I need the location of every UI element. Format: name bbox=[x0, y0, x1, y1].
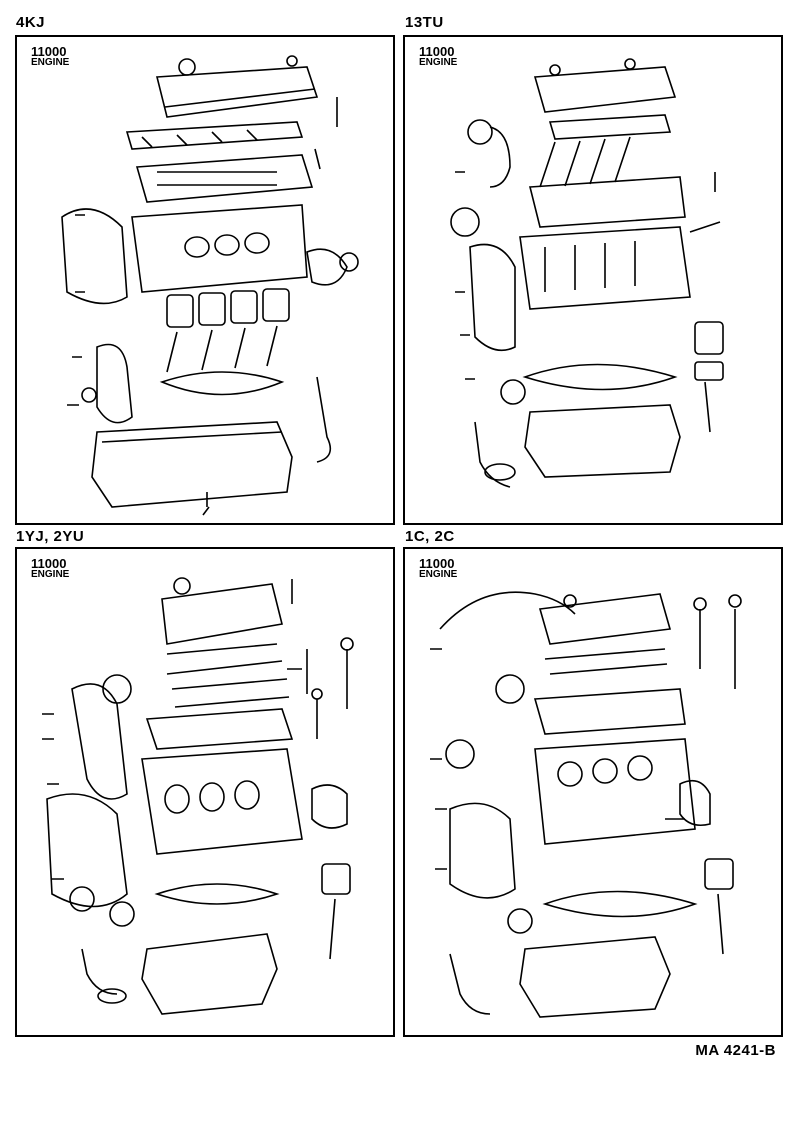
model-label-1c-2c: 1C, 2C bbox=[405, 528, 455, 545]
panel-1c-2c: 11000 ENGINE bbox=[403, 547, 783, 1037]
engine-label-4kj: ENGINE bbox=[31, 57, 70, 68]
engine-label-13tu: ENGINE bbox=[419, 57, 458, 68]
engine-exploded-drawing-1yj-2yu bbox=[42, 577, 354, 1015]
engine-exploded-drawing-1c-2c bbox=[430, 591, 742, 1018]
engine-label-1c-2c: ENGINE bbox=[419, 569, 458, 580]
engine-label-1yj-2yu: ENGINE bbox=[31, 569, 70, 580]
engine-exploded-drawing-13tu bbox=[450, 58, 724, 488]
model-label-1yj-2yu: 1YJ, 2YU bbox=[16, 528, 85, 545]
part-code-1c-2c: 11000 bbox=[419, 556, 455, 571]
model-label-13tu: 13TU bbox=[405, 14, 444, 31]
engine-exploded-drawing-4kj bbox=[61, 55, 359, 516]
illustration-reference-number: MA 4241-B bbox=[695, 1042, 776, 1059]
panel-4kj: 11000 ENGINE bbox=[15, 35, 395, 525]
panel-1yj-2yu: 11000 ENGINE bbox=[15, 547, 395, 1037]
part-code-13tu: 11000 bbox=[419, 44, 455, 59]
part-code-4kj: 11000 bbox=[31, 44, 67, 59]
model-label-4kj: 4KJ bbox=[16, 14, 46, 31]
panel-13tu: 11000 ENGINE bbox=[403, 35, 783, 525]
part-code-1yj-2yu: 11000 bbox=[31, 556, 67, 571]
